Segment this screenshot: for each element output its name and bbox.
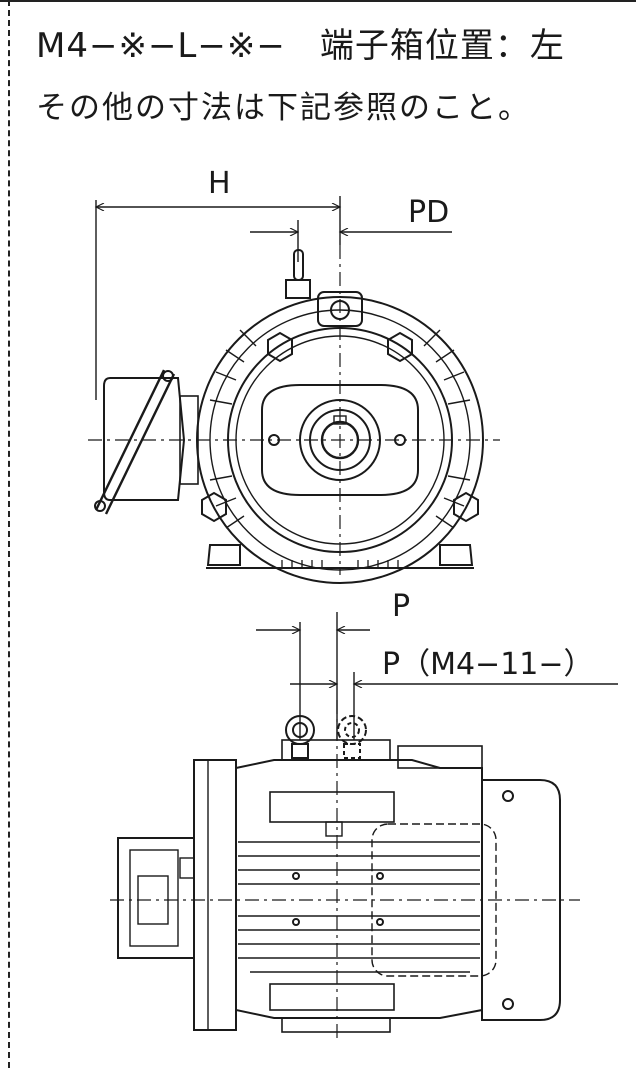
model-code: M4−※−L−※− <box>36 26 286 66</box>
fan-cover-side <box>481 779 561 1021</box>
terminal-box-position: 端子箱位置：左 <box>319 26 565 66</box>
dimension-h: H <box>96 166 340 400</box>
side-lifting-eyes <box>285 715 367 759</box>
dimension-pd: PD <box>250 195 452 262</box>
note-text: その他の寸法は下記参照のこと。 <box>36 90 531 126</box>
front-view: H PD <box>88 166 500 584</box>
page-title: M4−※−L−※− 端子箱位置：左 <box>36 18 565 67</box>
motor-body-side <box>235 739 497 1033</box>
dimension-p-variant: P（M4−11−） <box>290 647 618 740</box>
frame-left-dashed-border <box>8 0 10 1068</box>
terminal-box-front <box>94 369 199 515</box>
motor-feet-front <box>206 544 474 569</box>
side-view: P P（M4−11−） <box>110 589 618 1040</box>
frame-top-border <box>0 0 636 2</box>
dimension-p: P <box>256 589 410 740</box>
dim-p-variant-label: P（M4−11−） <box>382 647 594 682</box>
dim-h-label: H <box>208 166 231 201</box>
motor-frame-front <box>196 291 484 584</box>
shaft-end-side <box>117 759 237 1031</box>
dim-p-label: P <box>392 589 410 624</box>
dim-pd-label: PD <box>408 195 449 230</box>
shaft-flange <box>261 384 419 496</box>
front-lifting-eye <box>285 249 311 299</box>
